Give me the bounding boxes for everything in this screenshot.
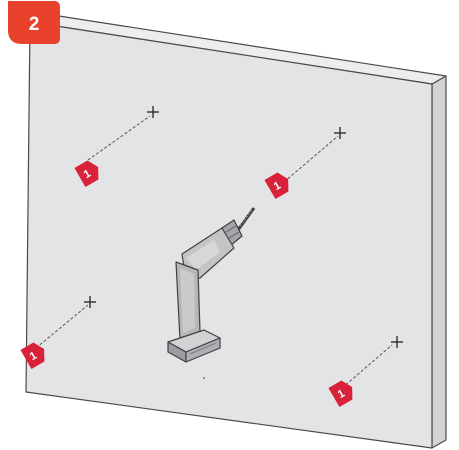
marker-label: 1 (272, 180, 283, 193)
crosshair-icon (391, 336, 403, 348)
hole-marking-top-right: 1 (264, 127, 346, 200)
surface-dot (203, 377, 205, 379)
step-badge-shape (8, 1, 60, 44)
marker-1-icon: 1 (74, 160, 99, 188)
crosshair-icon (334, 127, 346, 139)
hole-marking-bottom-left: 1 (20, 296, 96, 370)
marker-1-icon: 1 (264, 172, 289, 200)
step-badge: 2 (8, 1, 60, 44)
wall-side-edge (431, 75, 447, 449)
guide-line (283, 135, 339, 183)
marker-label: 1 (336, 388, 347, 401)
marker-1-icon: 1 (328, 380, 353, 408)
crosshair-icon (84, 296, 96, 308)
guide-line (35, 304, 89, 349)
step-number: 2 (29, 14, 40, 35)
marker-label: 1 (28, 350, 39, 363)
crosshair-icon (147, 106, 159, 118)
drill-bit (236, 207, 256, 231)
guide-line (341, 344, 393, 389)
drill-battery-side (185, 337, 221, 363)
hole-marking-bottom-right: 1 (328, 336, 403, 408)
power-drill-icon (167, 207, 256, 363)
guide-line (87, 115, 151, 161)
marker-1-icon: 1 (20, 342, 45, 370)
marker-label: 1 (82, 168, 93, 181)
hole-marking-top-left: 1 (74, 106, 159, 188)
